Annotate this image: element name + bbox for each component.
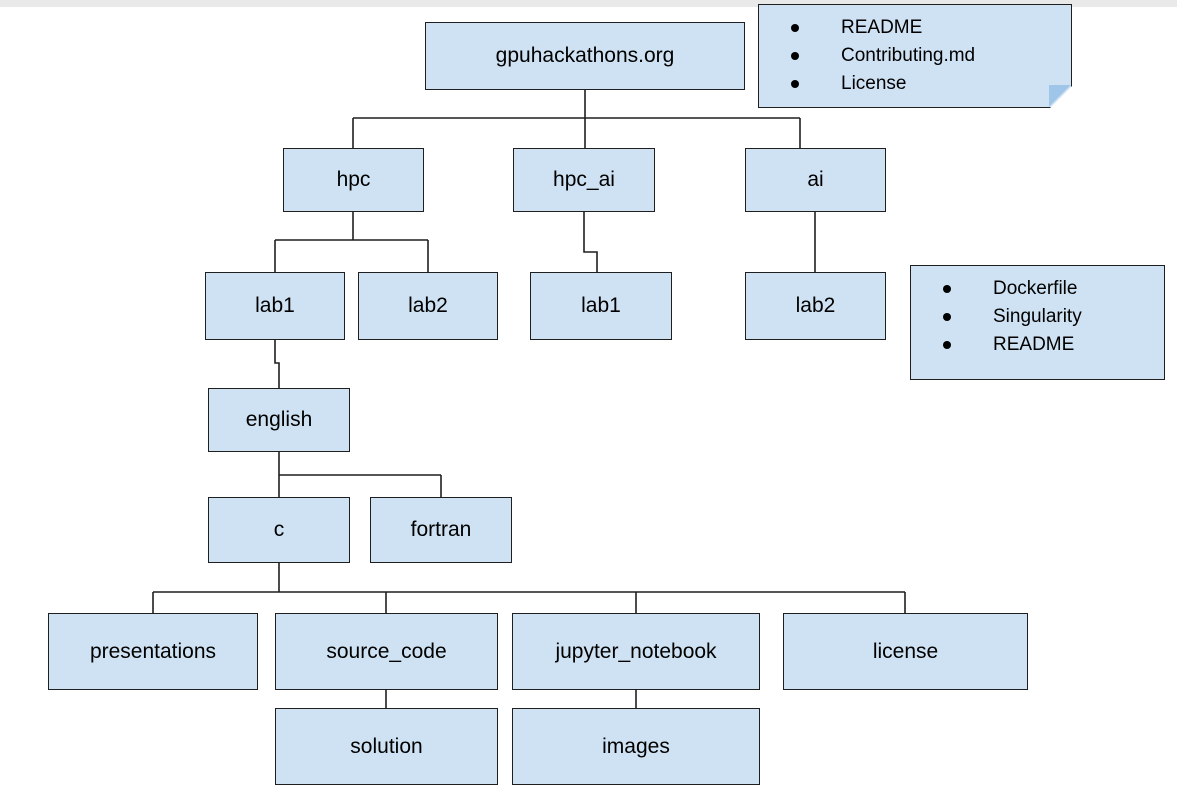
- tree-node-hpcai-lab1: lab1: [530, 272, 672, 340]
- note-item: README: [943, 331, 1156, 359]
- tree-node-hpc-ai: hpc_ai: [513, 148, 655, 212]
- note-item-label: README: [993, 334, 1075, 355]
- note-item-label: Dockerfile: [993, 278, 1078, 299]
- bullet-icon: [791, 24, 799, 32]
- note-item: Dockerfile: [943, 275, 1156, 303]
- bullet-icon: [791, 52, 799, 60]
- tree-node-hpc-lab2: lab2: [358, 272, 498, 340]
- bullet-icon: [943, 341, 951, 349]
- note-item-label: Singularity: [993, 306, 1082, 327]
- note-item-label: README: [841, 17, 923, 38]
- tree-node-root: gpuhackathons.org: [425, 22, 745, 90]
- tree-node-hpc-lab1: lab1: [205, 272, 345, 340]
- bullet-icon: [791, 80, 799, 88]
- tree-node-fortran: fortran: [370, 497, 512, 563]
- top-edge-strip: [0, 0, 1177, 7]
- connector-lab1-to-english: [274, 340, 280, 388]
- tree-node-ai-lab2: lab2: [745, 272, 886, 340]
- note-item: License: [791, 70, 1063, 98]
- connector-hpcai-to-lab1: [583, 212, 598, 272]
- note-item-label: License: [841, 73, 907, 94]
- note-item-label: Contributing.md: [841, 45, 976, 66]
- tree-node-source-code: source_code: [275, 613, 498, 690]
- bullet-icon: [943, 313, 951, 321]
- bullet-icon: [943, 285, 951, 293]
- tree-node-license: license: [783, 613, 1028, 690]
- tree-node-presentations: presentations: [48, 613, 258, 690]
- note-item: README: [791, 14, 1063, 42]
- tree-node-english: english: [208, 388, 350, 452]
- tree-node-hpc: hpc: [283, 148, 424, 212]
- tree-node-images: images: [512, 708, 760, 785]
- tree-node-jupyter-notebook: jupyter_notebook: [512, 613, 760, 690]
- tree-node-solution: solution: [275, 708, 498, 785]
- tree-node-ai: ai: [745, 148, 886, 212]
- note-item: Singularity: [943, 303, 1156, 331]
- note-item: Contributing.md: [791, 42, 1063, 70]
- tree-node-c: c: [208, 497, 350, 563]
